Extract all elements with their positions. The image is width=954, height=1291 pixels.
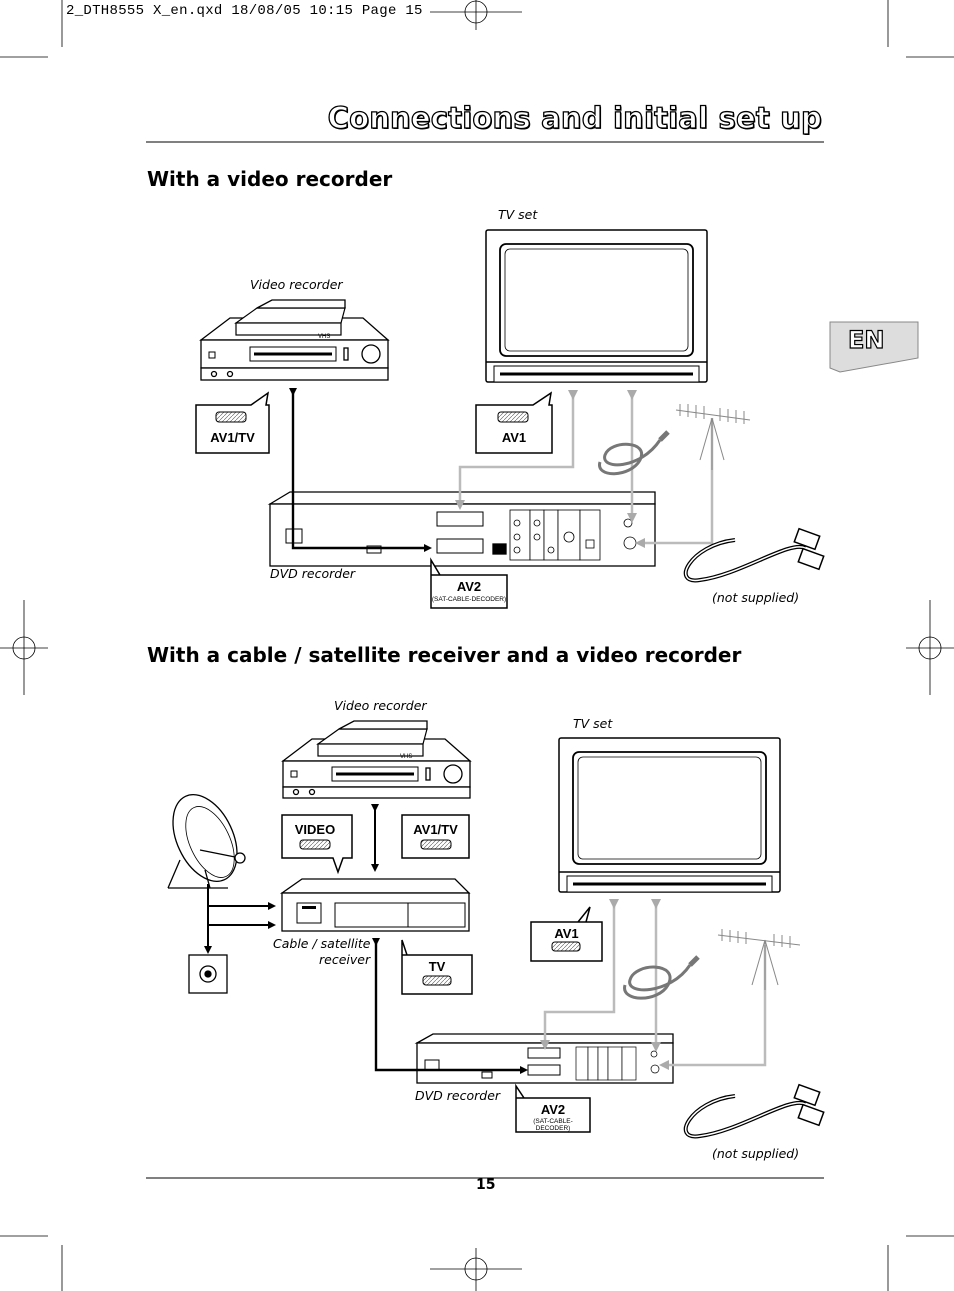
video-recorder-2: VHS xyxy=(281,720,472,799)
tag-tv-av1: AV1 xyxy=(501,430,527,445)
tag-dvd-av2: AV2 xyxy=(456,579,482,594)
not-supplied-label-2: (not supplied) xyxy=(712,1146,800,1161)
tag-video: VIDEO xyxy=(294,822,336,837)
tag-vcr-av1-tv: AV1/TV xyxy=(210,430,255,445)
tv-set-1 xyxy=(485,229,708,383)
video-recorder-label-2: Video recorder xyxy=(334,698,427,713)
receiver-label-line1: Cable / satellite xyxy=(273,936,371,951)
svg-text:VHS: VHS xyxy=(400,754,412,760)
file-header: 2_DTH8555 X_en.qxd 18/08/05 10:15 Page 1… xyxy=(66,3,423,19)
page-number: 15 xyxy=(476,1177,496,1193)
language-tab: EN xyxy=(847,325,885,354)
section-heading-video-recorder: With a video recorder xyxy=(147,167,393,191)
en-tab-shape xyxy=(829,321,919,373)
tv-set-label-2: TV set xyxy=(573,716,613,731)
tv-set-2 xyxy=(558,737,781,893)
tag-dvd-av2-sub: (SAT-CABLE-DECODER) xyxy=(431,596,507,603)
dvd-recorder-label-2: DVD recorder xyxy=(415,1088,501,1103)
video-recorder-label-1: Video recorder xyxy=(250,277,343,292)
rf-cable-2 xyxy=(623,955,700,1000)
wall-socket xyxy=(188,954,228,994)
antenna-2 xyxy=(717,929,801,990)
tag-dvd-av2-sub-2: (SAT-CABLE-DECODER) xyxy=(533,1118,573,1132)
dvd-recorder-label-1: DVD recorder xyxy=(270,566,356,581)
tag-dvd-av2-2: AV2 xyxy=(540,1102,566,1117)
svg-text:VHS: VHS xyxy=(318,334,330,340)
tag-receiver-tv: TV xyxy=(428,959,446,974)
tv-set-label-1: TV set xyxy=(498,207,538,222)
connections-2 xyxy=(204,804,767,1074)
video-recorder-1: VHS xyxy=(199,299,390,381)
tag-vcr-av1-tv-2: AV1/TV xyxy=(413,822,458,837)
tag-tv-av1-2: AV1 xyxy=(554,926,579,941)
receiver-label-line2: receiver xyxy=(319,952,371,967)
scart-cable-2 xyxy=(683,1083,825,1139)
not-supplied-label-1: (not supplied) xyxy=(712,590,800,605)
rf-cable-1 xyxy=(598,430,670,476)
cable-satellite-receiver xyxy=(279,878,471,932)
dvd-recorder-1 xyxy=(267,491,656,567)
page-title: Connections and initial set up xyxy=(327,100,822,135)
antenna-1 xyxy=(675,404,751,470)
satellite-dish xyxy=(167,794,246,889)
section-heading-cable-satellite: With a cable / satellite receiver and a … xyxy=(147,643,742,667)
scart-cable-1 xyxy=(683,527,825,583)
